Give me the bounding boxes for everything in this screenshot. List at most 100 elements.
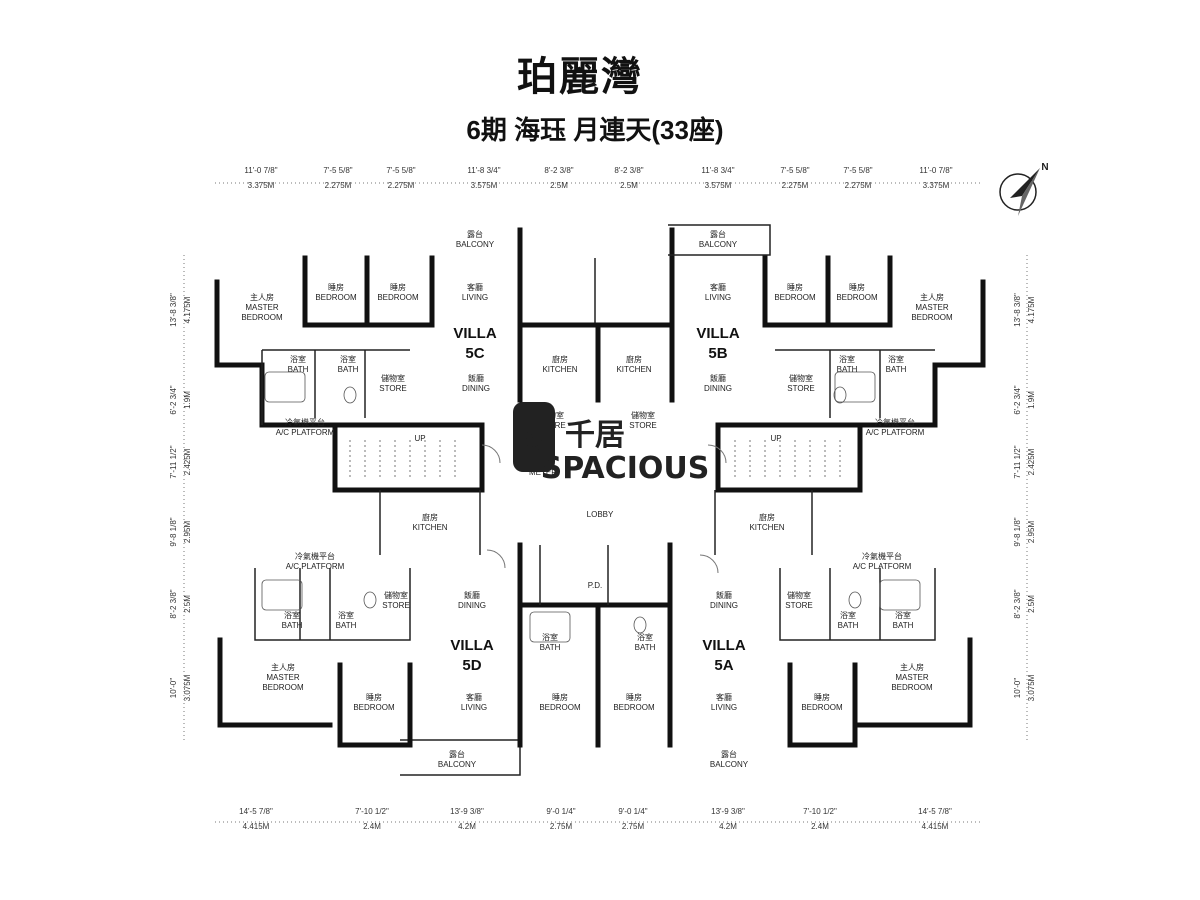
villa-5c-label: VILLA [453, 325, 496, 342]
villa-5d-kitchen-cn: 廚房 [422, 512, 438, 522]
villa-5c-bath-cn: 浴室 [290, 354, 306, 364]
toilet-icon [848, 591, 862, 609]
top-dimension-metric: 3.575M [705, 181, 732, 190]
villa-5a-bedroom-en: BEDROOM [613, 703, 655, 712]
door-swing-icon [707, 444, 727, 464]
villa-5a-ac-platform-cn: 冷氣機平台 [862, 551, 902, 561]
bottom-dimension-metric: 4.415M [922, 822, 949, 831]
villa-5c-number: 5C [465, 345, 484, 362]
villa-5c-bedroom-en: BEDROOM [377, 293, 419, 302]
villa-5c-bath-cn: 浴室 [340, 354, 356, 364]
toilet-icon [833, 386, 847, 404]
stair-up-left: UP [414, 434, 425, 443]
left-dimension-imperial: 10'-0" [169, 678, 178, 699]
villa-5b-bath-en: BATH [837, 365, 858, 374]
bathtub-icon [264, 371, 306, 403]
toilet-icon [343, 386, 357, 404]
villa-5a-bedroom-cn: 睡房 [626, 692, 642, 702]
villa-5c-bath-en: BATH [338, 365, 359, 374]
service-core-top [519, 258, 596, 326]
villa-5a-bath-en: BATH [893, 621, 914, 630]
villa-5a-balcony-cn: 露台 [721, 749, 737, 759]
door-swing-icon [481, 444, 501, 464]
villa-5c-bedroom-wall [364, 255, 435, 328]
bathtub-icon [261, 579, 303, 611]
villa-5a-dining-en: DINING [710, 601, 738, 610]
villa-5a-label: VILLA [702, 637, 745, 654]
bottom-dimension-metric: 4.415M [243, 822, 270, 831]
villa-5b-store-small-en: STORE [629, 421, 656, 430]
right-dimension-imperial: 9'-8 1/8" [1013, 517, 1022, 546]
left-dimension-imperial: 8'-2 3/8" [169, 589, 178, 618]
villa-5c-kitchen-cn: 廚房 [552, 354, 568, 364]
villa-5b-ac-platform-cn: 冷氣機平台 [875, 417, 915, 427]
villa-5b-master-bedroom-en2: BEDROOM [911, 313, 953, 322]
compass-needle [1010, 168, 1040, 198]
villa-5d-balcony-cn: 露台 [449, 749, 465, 759]
villa-5c-master-bedroom-en2: BEDROOM [241, 313, 283, 322]
top-dimension-metric: 3.375M [248, 181, 275, 190]
bottom-dimension-imperial: 7'-10 1/2" [355, 807, 389, 816]
villa-5c-bedroom-cn: 睡房 [390, 282, 406, 292]
top-dimension-imperial: 11'-8 3/4" [467, 166, 500, 175]
toilet-icon [363, 591, 377, 609]
top-dimension-metric: 2.275M [845, 181, 872, 190]
stair-up-right: UP [770, 434, 781, 443]
villa-5d-balcony-en: BALCONY [438, 760, 477, 769]
villa-5d-dining-en: DINING [458, 601, 486, 610]
lift-lobby-label: LOBBY [587, 510, 614, 519]
dimension-labels: 11'-0 7/8" 3.375M 7'-5 5/8" 2.275M 7'-5 5/8"… [169, 166, 1036, 831]
bottom-dimension-metric: 4.2M [719, 822, 737, 831]
bottom-dimension-imperial: 13'-9 3/8" [450, 807, 484, 816]
villa-5c-kitchen-en: KITCHEN [542, 365, 577, 374]
top-dimension-imperial: 7'-5 5/8" [843, 166, 872, 175]
villa-5c-living-en: LIVING [462, 293, 488, 302]
villa-5a-bath-cn: 浴室 [895, 610, 911, 620]
villa-5b-living-cn: 客廳 [710, 282, 726, 292]
villa-5c-living-cn: 客廳 [467, 282, 483, 292]
villa-5d-bath-en: BATH [540, 643, 561, 652]
page-subtitle: 6期 海珏 月連天(33座) [466, 115, 724, 145]
villa-5d-bath-cn: 浴室 [338, 610, 354, 620]
door-swing-icon [699, 554, 719, 574]
villa-5a-bedroom-en: BEDROOM [801, 703, 843, 712]
top-dimension-imperial: 11'-0 7/8" [244, 166, 277, 175]
villa-5d-living-cn: 客廳 [466, 692, 482, 702]
left-dimension-metric: 2.425M [183, 448, 192, 475]
villa-5b-balcony-rail [668, 224, 771, 256]
toilet-icon [633, 616, 647, 634]
spacious-logo-mark [513, 402, 555, 472]
villa-5b-bedroom-wall [762, 255, 828, 328]
villa-5c-bath-en: BATH [288, 365, 309, 374]
villa-5b-store-cn: 儲物室 [789, 373, 813, 383]
villa-5c-master-bedroom-en: MASTER [245, 303, 279, 312]
villa-5a-master-bedroom-cn: 主人房 [900, 662, 924, 672]
villa-5d-dining-cn: 飯廳 [464, 590, 480, 600]
right-dimension-metric: 2.5M [1027, 595, 1036, 613]
right-dimension-imperial: 6'-2 3/4" [1013, 385, 1022, 414]
villa-5b-kitchen-cn: 廚房 [626, 354, 642, 364]
villa-5d-ac-platform-en: A/C PLATFORM [286, 562, 345, 571]
villa-5d-balcony-rail [400, 739, 521, 776]
villa-5a-store-cn: 儲物室 [787, 590, 811, 600]
villa-5c-ac-platform-cn: 冷氣機平台 [285, 417, 325, 427]
top-dimension-imperial: 7'-5 5/8" [386, 166, 415, 175]
door-swing-icon [486, 549, 506, 569]
bottom-dimension-imperial: 7'-10 1/2" [803, 807, 837, 816]
villa-5c-balcony-cn: 露台 [467, 229, 483, 239]
right-dimension-metric: 3.075M [1027, 674, 1036, 701]
villa-5a-bath-cn: 浴室 [840, 610, 856, 620]
villa-5c-ac-platform-en: A/C PLATFORM [276, 428, 335, 437]
bottom-dimension-imperial: 14'-5 7/8" [239, 807, 273, 816]
right-dimension-imperial: 7'-11 1/2" [1013, 445, 1022, 478]
villa-5a-kitchen-en: KITCHEN [749, 523, 784, 532]
top-dimension-metric: 3.375M [923, 181, 950, 190]
villa-5c-store-en: STORE [379, 384, 406, 393]
villa-5d-label: VILLA [450, 637, 493, 654]
north-compass-icon: N [999, 162, 1049, 216]
villa-5d-bedroom-en: BEDROOM [353, 703, 395, 712]
villa-5a-bath-en: BATH [635, 643, 656, 652]
top-dimension-metric: 2.275M [325, 181, 352, 190]
